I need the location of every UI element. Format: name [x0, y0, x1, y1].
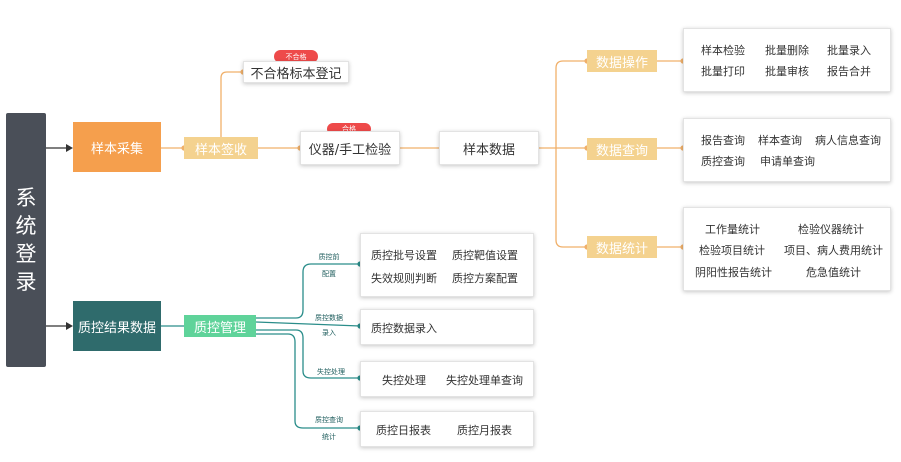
- qc-entry-card: 质控数据录入: [360, 309, 534, 345]
- qc-outofcontrol-card: 失控处理 失控处理单查询: [360, 361, 534, 397]
- sample-sign-node: 样本签收: [184, 137, 258, 159]
- qc-branch-label: 失控处理: [308, 367, 354, 378]
- qc-branch-label-line: 配置: [322, 270, 336, 278]
- qc-branch-label: 质控查询 统计: [306, 415, 352, 443]
- stats-item: 项目、病人费用统计: [784, 244, 883, 257]
- qc-item: 质控月报表: [457, 424, 512, 437]
- qc-item: 失控处理: [382, 374, 426, 387]
- ops-item: 批量审核: [765, 65, 809, 78]
- connector-line: [555, 60, 587, 148]
- data-query-card: 报告查询 样本查询 病人信息查询 质控查询 申请单查询: [683, 118, 891, 182]
- qc-config-card: 质控批号设置 质控靶值设置 失效规则判断 质控方案配置: [360, 233, 534, 297]
- system-login-char: 系: [15, 186, 37, 210]
- stats-item: 工作量统计: [705, 223, 760, 236]
- query-item: 病人信息查询: [815, 134, 881, 147]
- ops-item: 批量打印: [701, 65, 745, 78]
- system-login-char: 登: [15, 242, 37, 266]
- unqualified-register-node: 不合格标本登记: [243, 61, 349, 83]
- qc-branch-label: 质控数据 录入: [306, 313, 352, 339]
- data-stats-card: 工作量统计 检验仪器统计 检验项目统计 项目、病人费用统计 阴阳性报告统计 危急…: [683, 207, 891, 291]
- connector-line: [256, 263, 360, 319]
- unqualified-badge: 不合格: [274, 50, 318, 63]
- instrument-check-node: 仪器/手工检验: [300, 131, 400, 165]
- arrow-head: [66, 322, 73, 330]
- data-query-node: 数据查询: [587, 138, 657, 160]
- query-item: 质控查询: [701, 155, 745, 168]
- sample-data-node: 样本数据: [439, 131, 539, 165]
- data-ops-card: 样本检验 批量删除 批量录入 批量打印 批量审核 报告合并: [683, 28, 891, 92]
- qc-item: 质控靶值设置: [452, 249, 518, 262]
- qc-report-card: 质控日报表 质控月报表: [360, 411, 534, 447]
- stats-item: 检验仪器统计: [798, 223, 864, 236]
- qc-branch-label-line: 质控数据: [315, 314, 343, 322]
- qc-item: 质控日报表: [376, 424, 431, 437]
- ops-item: 批量删除: [765, 44, 809, 57]
- data-ops-node: 数据操作: [587, 50, 657, 72]
- stats-item: 危急值统计: [806, 266, 861, 279]
- query-item: 报告查询: [701, 134, 745, 147]
- system-login-char: 统: [15, 214, 37, 238]
- system-login-char: 录: [15, 270, 37, 294]
- connector-line: [256, 333, 360, 429]
- ops-item: 样本检验: [701, 44, 745, 57]
- connector-line: [256, 329, 360, 379]
- connector-line: [555, 148, 587, 248]
- qc-item: 质控数据录入: [371, 322, 437, 335]
- stats-item: 阴阳性报告统计: [695, 266, 772, 279]
- qc-branch-label-line: 统计: [322, 433, 336, 441]
- connector-line: [220, 71, 243, 137]
- query-item: 申请单查询: [760, 155, 815, 168]
- sample-collect-node: 样本采集: [73, 122, 161, 172]
- qc-branch-label: 质控前 配置: [306, 252, 352, 280]
- connector-line: [255, 321, 361, 327]
- ops-item: 批量录入: [827, 44, 871, 57]
- qc-item: 失控处理单查询: [446, 374, 523, 387]
- qc-branch-label-line: 质控查询: [315, 416, 343, 424]
- query-item: 样本查询: [758, 134, 802, 147]
- qc-branch-label-line: 录入: [322, 329, 336, 337]
- qc-item: 质控方案配置: [452, 272, 518, 285]
- qc-manage-node: 质控管理: [184, 315, 256, 337]
- stats-item: 检验项目统计: [699, 244, 765, 257]
- qc-branch-label-line: 质控前: [318, 253, 340, 261]
- qc-item: 失效规则判断: [371, 272, 437, 285]
- qc-result-node: 质控结果数据: [73, 301, 161, 351]
- system-login-block: 系 统 登 录: [6, 113, 46, 367]
- qc-item: 质控批号设置: [371, 249, 437, 262]
- arrow-head: [66, 144, 73, 152]
- ops-item: 报告合并: [827, 65, 871, 78]
- qc-branch-label-line: 失控处理: [317, 368, 345, 376]
- data-stats-node: 数据统计: [587, 236, 657, 258]
